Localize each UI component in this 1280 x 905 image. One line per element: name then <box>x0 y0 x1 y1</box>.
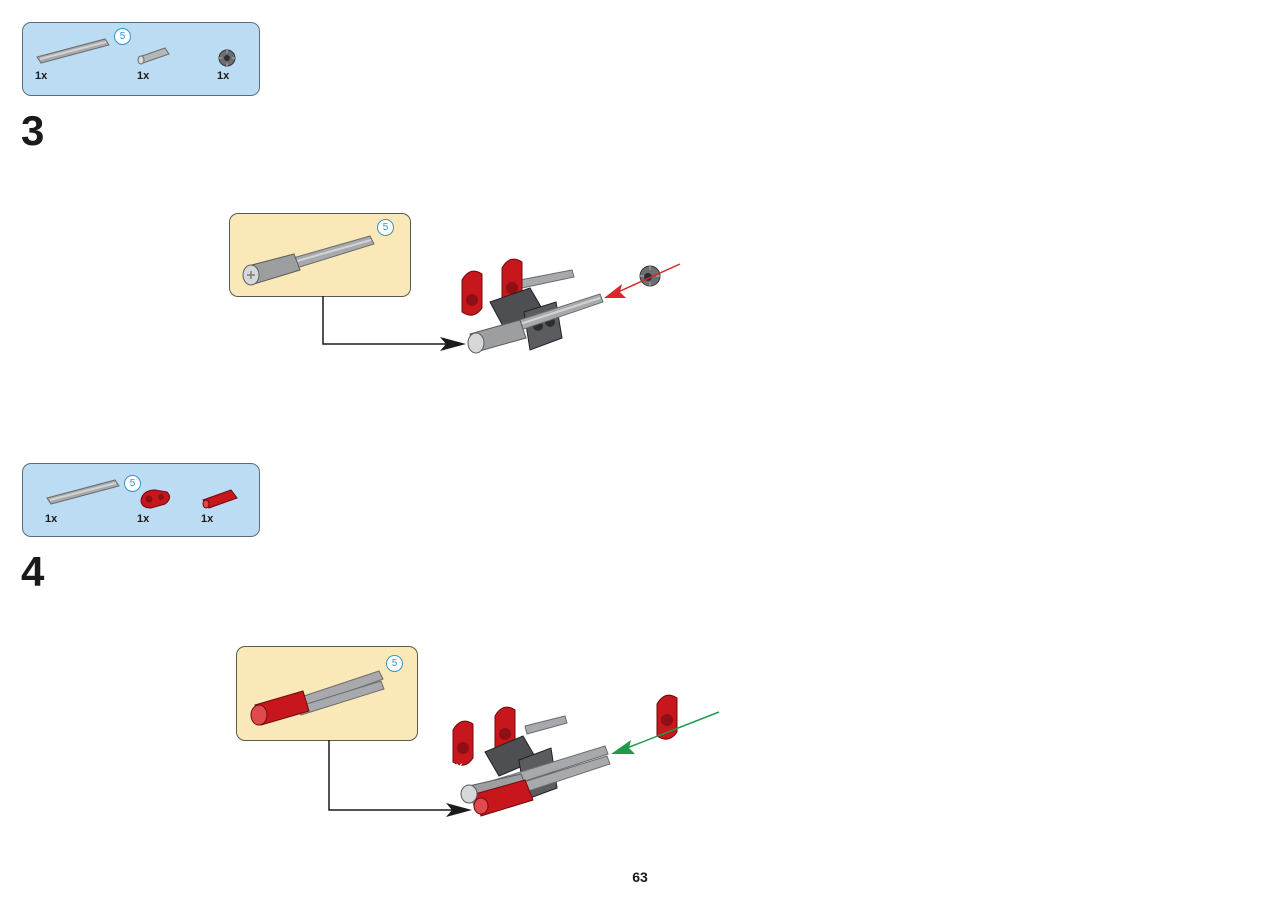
step-number: 4 <box>21 548 45 595</box>
svg-text:✕: ✕ <box>455 762 463 773</box>
short-axle-icon <box>137 47 170 65</box>
part-quantity: 1x <box>35 70 48 82</box>
step-number: 3 <box>21 107 45 154</box>
step-3-submodel-callout: 5 <box>229 213 411 297</box>
page-number: 63 <box>632 869 648 885</box>
axle-length-badge: 5 <box>386 655 403 672</box>
step-4-assembly-illustration: ✕ <box>452 694 720 817</box>
axle-with-stop-icon <box>242 235 375 286</box>
part-quantity: 1x <box>137 513 150 525</box>
step-4-submodel-callout: 5 <box>236 646 418 741</box>
step-3-parts-list: 5 1x 1x 1x <box>22 22 260 96</box>
axle-connector-icon <box>202 489 238 509</box>
part-quantity: 1x <box>201 513 214 525</box>
long-axle-icon <box>46 479 120 505</box>
part-quantity: 1x <box>137 70 150 82</box>
long-axle-icon <box>36 38 110 64</box>
axle-length-badge: 5 <box>377 219 394 236</box>
axle-length-badge: 5 <box>114 28 131 45</box>
step-4-parts-list: 5 1x 1x 1x <box>22 463 260 537</box>
svg-text:✕: ✕ <box>463 315 471 326</box>
bush-icon <box>218 49 236 67</box>
axle-length-badge: 5 <box>124 475 141 492</box>
axle-with-connector-icon <box>250 670 385 726</box>
cross-block-icon <box>140 489 171 509</box>
part-quantity: 1x <box>45 513 58 525</box>
part-quantity: 1x <box>217 70 230 82</box>
step-3-assembly-illustration: ✕ <box>461 258 681 354</box>
